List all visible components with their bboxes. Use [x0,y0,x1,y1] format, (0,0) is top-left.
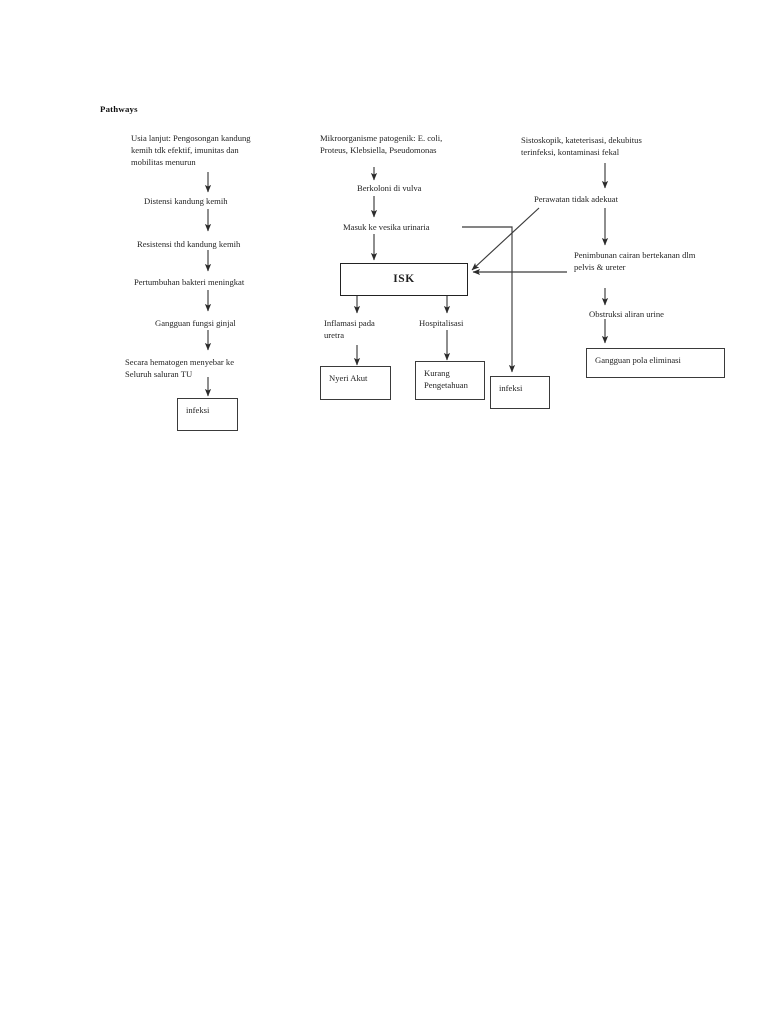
arrow-vesika-to-infeksi [462,226,516,373]
node-hospitalisasi: Hospitalisasi [419,318,464,328]
node-perawatan-tidak-adekuat: Perawatan tidak adekuat [534,194,618,204]
node-berkoloni-di-vulva: Berkoloni di vulva [357,183,422,193]
page-title: Pathways [100,104,138,114]
node-resistensi-kandung-kemih: Resistensi thd kandung kemih [137,239,241,249]
box-infeksi-middle: infeksi [490,376,550,409]
box-infeksi-left: infeksi [177,398,238,431]
node-mikroorganisme-patogenik: Mikroorganisme patogenik: E. coli, Prote… [320,133,443,156]
arrow-perawatan-to-isk [471,207,540,271]
node-obstruksi-aliran-urine: Obstruksi aliran urine [589,309,664,319]
node-masuk-vesika-urinaria: Masuk ke vesika urinaria [343,222,430,232]
node-hematogen-menyebar: Secara hematogen menyebar ke Seluruh sal… [125,357,235,380]
box-isk: ISK [340,263,468,296]
box-kurang-pengetahuan: Kurang Pengetahuan [415,361,485,400]
box-nyeri-akut: Nyeri Akut [320,366,391,400]
node-penimbunan-cairan: Penimbunan cairan bertekanan dlm pelvis … [574,250,696,273]
node-usia-lanjut: Usia lanjut: Pengosongan kandung kemih t… [131,133,251,168]
node-distensi-kandung-kemih: Distensi kandung kemih [144,196,228,206]
node-pertumbuhan-bakteri: Pertumbuhan bakteri meningkat [134,277,245,287]
node-inflamasi-uretra: Inflamasi pada uretra [324,318,375,341]
node-gangguan-fungsi-ginjal: Gangguan fungsi ginjal [155,318,236,328]
node-sistoskopik-kateterisasi: Sistoskopik, kateterisasi, dekubitus ter… [521,135,642,158]
box-gangguan-pola-eliminasi: Gangguan pola eliminasi [586,348,725,378]
